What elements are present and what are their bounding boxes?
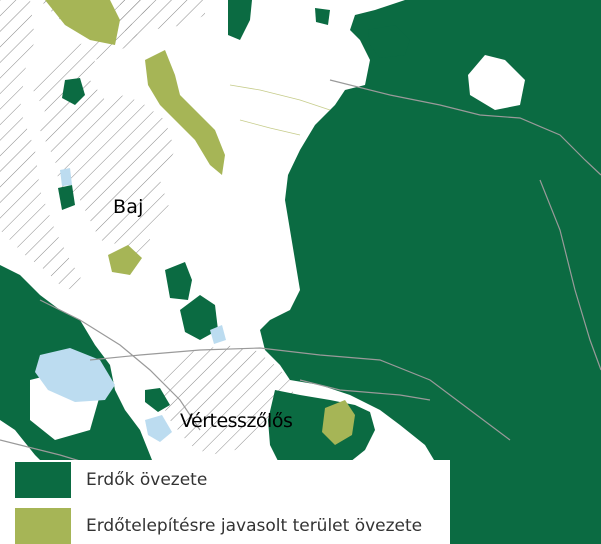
- hatched-area-north: [120, 0, 205, 40]
- legend-label-forest: Erdők övezete: [86, 470, 208, 490]
- afforestation-zone-south: [322, 400, 355, 445]
- forest-patch-2: [165, 262, 192, 300]
- clearing-north-east: [468, 55, 525, 110]
- hatched-area-south: [160, 345, 295, 455]
- legend-label-afforestation: Erdőtelepítésre javasolt terület övezete: [86, 516, 423, 536]
- legend-item-forest: Erdők övezete: [8, 462, 207, 498]
- legend-item-afforestation: Erdőtelepítésre javasolt terület övezete: [8, 508, 422, 544]
- afforestation-zone-central: [145, 50, 225, 175]
- pond-2: [145, 415, 172, 442]
- road-network: [0, 79, 601, 501]
- streams: [229, 84, 331, 136]
- afforestation-zone-north: [45, 0, 120, 45]
- pond-3: [210, 325, 226, 344]
- forest-patch-north-1: [228, 0, 252, 40]
- forest-patch-north-3: [368, 25, 410, 58]
- forest-swatch: [15, 462, 71, 498]
- hatched-area-north-west: [0, 0, 600, 255]
- hatched-area-west: [0, 0, 85, 290]
- afforestation-swatch: [15, 508, 71, 544]
- forest-patch-1: [62, 78, 85, 105]
- place-label-baj: Baj: [113, 196, 144, 218]
- forest-zone-east: [260, 0, 601, 544]
- forest-patch-3: [180, 295, 218, 340]
- place-label-vertesszolos: Vértesszőlős: [180, 410, 293, 432]
- forest-patch-5: [145, 388, 170, 412]
- afforestation-zone-west: [108, 245, 142, 275]
- forest-patch-north-2: [315, 8, 330, 25]
- forest-patch-4: [58, 185, 75, 210]
- lake-south-west: [35, 348, 115, 402]
- pond-1: [60, 168, 72, 186]
- map-legend: Erdők övezete Erdőtelepítésre javasolt t…: [8, 460, 450, 544]
